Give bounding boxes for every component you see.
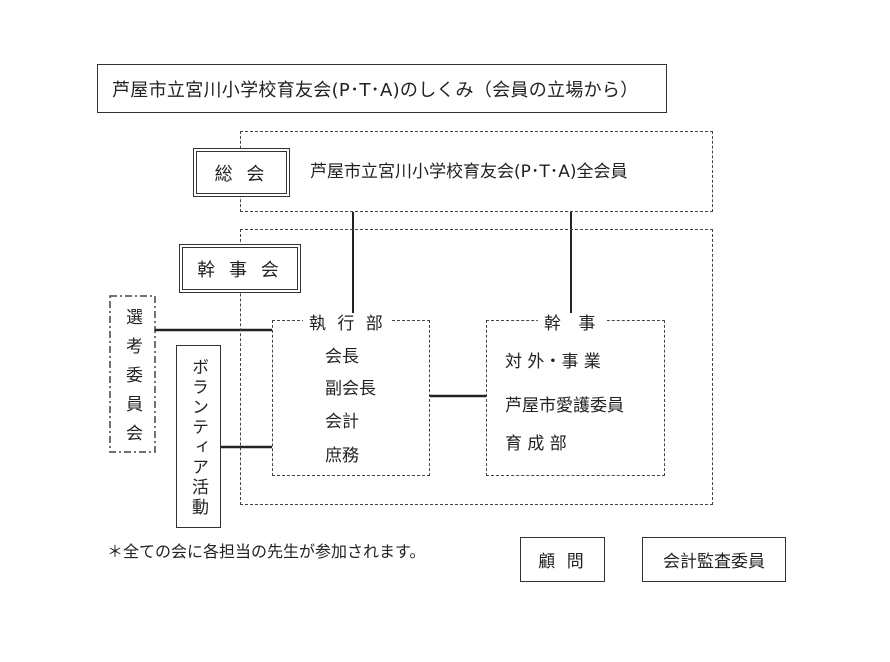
volunteer-label: ボランティア活動 <box>188 358 208 518</box>
advisor-box: 顧 問 <box>520 537 605 582</box>
advisor-label: 顧 問 <box>538 552 587 572</box>
board-meeting-label: 幹 事 会 <box>197 259 283 281</box>
secretaries-role-ashiya-guardian: 芦屋市愛護委員 <box>505 396 624 416</box>
volunteer-box: ボランティア活動 <box>176 345 221 528</box>
executive-role-president: 会長 <box>325 347 359 367</box>
selection-committee-label: 選考委員会 <box>122 307 142 453</box>
executive-role-treasurer: 会計 <box>325 412 359 432</box>
board-meeting-box: 幹 事 会 <box>179 244 301 293</box>
selection-committee-frame <box>109 295 156 453</box>
diagram-title: 芦屋市立宮川小学校育友会(P･T･A)のしくみ（会員の立場から） <box>112 79 639 101</box>
secretaries-title: 幹 事 <box>538 313 608 335</box>
diagram-title-box: 芦屋市立宮川小学校育友会(P･T･A)のしくみ（会員の立場から） <box>97 64 667 113</box>
executive-box <box>272 320 430 476</box>
executive-role-general-affairs: 庶務 <box>325 446 359 466</box>
executive-role-vice-president: 副会長 <box>325 379 376 399</box>
board-region <box>240 229 713 505</box>
general-meeting-box: 総 会 <box>193 148 290 197</box>
auditor-label: 会計監査委員 <box>663 552 765 572</box>
all-members-label: 芦屋市立宮川小学校育友会(P･T･A)全会員 <box>310 162 628 182</box>
auditor-box: 会計監査委員 <box>642 537 786 582</box>
footnote: ＊全ての会に各担当の先生が参加されます。 <box>107 542 426 561</box>
secretaries-box <box>486 320 665 476</box>
secretaries-role-development: 育 成 部 <box>505 434 567 454</box>
executive-title: 執 行 部 <box>303 313 392 335</box>
general-meeting-label: 総 会 <box>214 163 269 185</box>
selection-committee-box: 選考委員会 <box>110 296 155 453</box>
secretaries-role-external-affairs: 対 外・事 業 <box>505 352 601 372</box>
